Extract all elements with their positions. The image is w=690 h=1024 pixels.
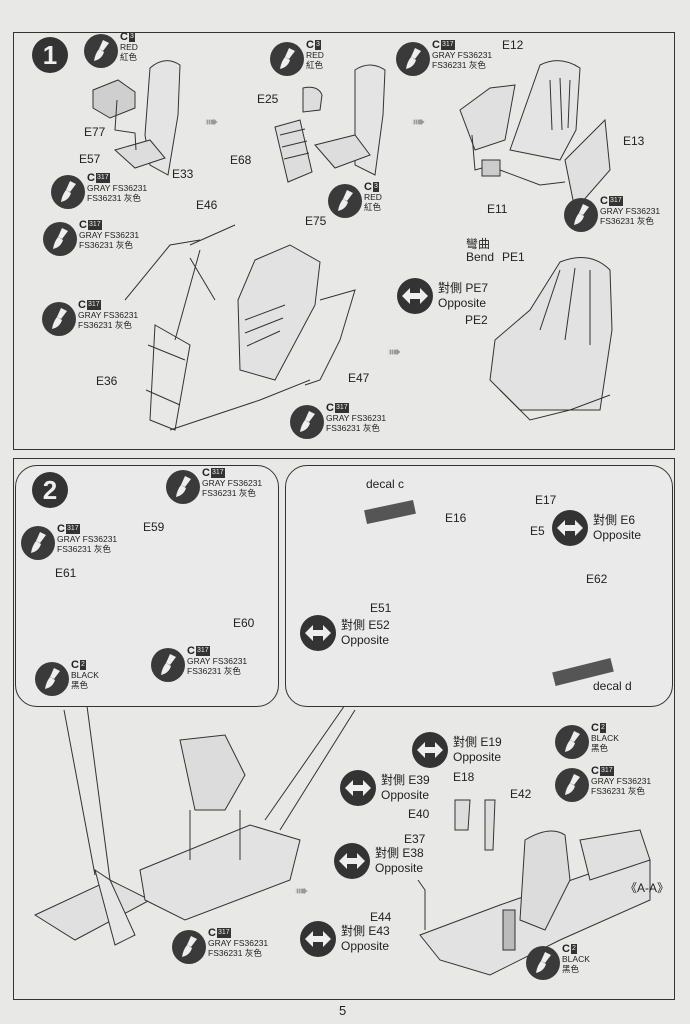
step2-frame	[13, 458, 675, 1000]
part-label-e44: E44	[370, 910, 392, 924]
part-label-e75: E75	[305, 214, 327, 228]
next-step-arrow-icon: ➠	[388, 344, 402, 361]
part-label-e60: E60	[233, 616, 255, 630]
part-label-e51: E51	[370, 601, 392, 615]
part-label-e42: E42	[510, 787, 532, 801]
paintbrush-icon	[172, 930, 206, 964]
assembled-seat-drawing	[489, 257, 613, 421]
part-label-e62: E62	[586, 572, 608, 586]
paintbrush-icon	[43, 222, 77, 256]
part-label-e11: E11	[487, 202, 508, 216]
double-arrow-icon	[334, 843, 370, 879]
paintbrush-icon	[555, 768, 589, 802]
paintbrush-icon	[555, 725, 589, 759]
part-label-e33: E33	[172, 167, 194, 181]
seat-e33-drawing	[92, 60, 181, 176]
paintbrush-icon	[21, 526, 55, 560]
part-label-e37: E37	[404, 832, 426, 846]
paintbrush-icon	[35, 662, 69, 696]
double-arrow-icon	[300, 615, 336, 651]
paintbrush-icon	[42, 302, 76, 336]
paintbrush-icon	[151, 648, 185, 682]
step2-number: 2	[32, 472, 68, 508]
paintbrush-icon	[564, 198, 598, 232]
seat-e11-e12-e13-drawing	[459, 60, 611, 212]
part-label-e12: E12	[502, 38, 524, 52]
part-label-e46: E46	[196, 198, 218, 212]
part-label-e18: E18	[453, 770, 475, 784]
paintbrush-icon	[526, 946, 560, 980]
page-number: 5	[339, 1003, 347, 1018]
decal-c-label: decal c	[366, 477, 405, 491]
seat-frame-e36-e46-e47-e75-drawing	[124, 224, 356, 431]
paintbrush-icon	[270, 42, 304, 76]
cockpit-assembly-right-drawing	[417, 799, 651, 976]
decal-d-label: decal d	[593, 679, 632, 693]
double-arrow-icon	[300, 921, 336, 957]
paintbrush-icon	[396, 42, 430, 76]
part-label-e17: E17	[535, 493, 557, 507]
part-label-e25: E25	[257, 92, 279, 106]
double-arrow-icon	[340, 770, 376, 806]
seat-e25-e68-drawing	[274, 64, 386, 183]
paintbrush-icon	[84, 34, 118, 68]
part-label-e16: E16	[445, 511, 467, 525]
double-arrow-icon	[552, 510, 588, 546]
paintbrush-icon	[328, 184, 362, 218]
part-label-pe2: PE2	[465, 313, 488, 327]
part-label-e40: E40	[408, 807, 430, 821]
double-arrow-icon	[412, 732, 448, 768]
part-label-e47: E47	[348, 371, 370, 385]
double-arrow-icon	[397, 278, 433, 314]
next-step-arrow-icon: ➠	[412, 114, 426, 131]
part-label-e59: E59	[143, 520, 165, 534]
part-label-e36: E36	[96, 374, 118, 388]
next-step-arrow-icon: ➠	[205, 114, 219, 131]
part-label-e77: E77	[84, 125, 106, 139]
paintbrush-icon	[290, 405, 324, 439]
part-label-e57: E57	[79, 152, 101, 166]
step1-frame	[13, 32, 675, 450]
paintbrush-icon	[166, 470, 200, 504]
cockpit-assembly-left-drawing	[33, 704, 356, 946]
bend-label: Bend	[466, 250, 495, 264]
step1-number: 1	[32, 37, 68, 73]
detail-bubble-tub	[285, 465, 673, 707]
section-label: 《A-A》	[625, 881, 670, 895]
part-label-e13: E13	[623, 134, 645, 148]
part-label-e61: E61	[55, 566, 77, 580]
paintbrush-icon	[51, 175, 85, 209]
part-label-e5: E5	[530, 524, 545, 538]
next-step-arrow-icon: ➠	[295, 883, 309, 900]
part-label-e68: E68	[230, 153, 252, 167]
part-label-pe1: PE1	[502, 250, 525, 264]
bend-label-cn: 彎曲	[466, 237, 491, 251]
